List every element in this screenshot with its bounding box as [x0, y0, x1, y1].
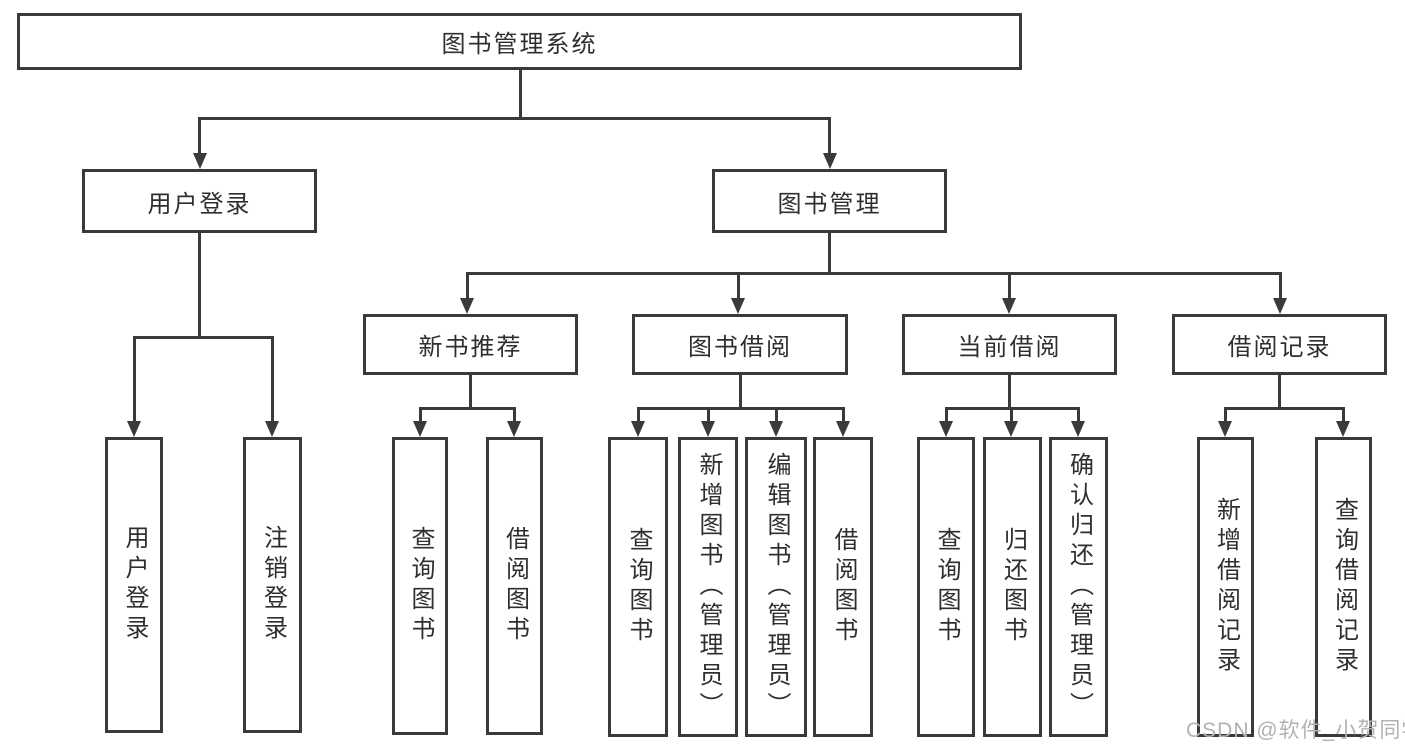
connector-bookmgmt-drop-4 [1279, 272, 1282, 298]
connector-root-stem [519, 70, 522, 117]
connector-userlogin-drop-1 [133, 336, 136, 422]
arrow-borrowing-leaf-2 [701, 421, 715, 437]
leaf-borrow-books-recommend: 借阅图书 [486, 437, 543, 735]
leaf-borrow-books-borrowing: 借阅图书 [813, 437, 873, 737]
arrow-borrowing-leaf-1 [631, 421, 645, 437]
arrow-current-leaf-3 [1071, 421, 1085, 437]
leaf-user-login: 用户登录 [105, 437, 163, 733]
arrow-records-leaf-1 [1218, 421, 1232, 437]
leaf-query-books-current: 查询图书 [917, 437, 975, 737]
arrow-to-user-login [193, 153, 207, 169]
connector-borrowing-stem [739, 375, 742, 407]
leaf-confirm-return-admin: 确认归还（管理员） [1049, 437, 1108, 737]
arrow-recommend-leaf-2 [507, 421, 521, 437]
connector-records-stem [1278, 375, 1281, 407]
connector-current-drop-2 [1010, 407, 1013, 421]
connector-borrowing-drop-2 [707, 407, 710, 421]
leaf-query-books-borrowing: 查询图书 [608, 437, 668, 737]
arrow-borrowing-leaf-3 [769, 421, 783, 437]
arrow-current-leaf-2 [1004, 421, 1018, 437]
connector-bookmgmt-drop-1 [466, 272, 469, 298]
connector-root-right-drop [828, 117, 831, 154]
leaf-add-books-admin: 新增图书（管理员） [678, 437, 738, 737]
connector-userlogin-drop-2 [271, 336, 274, 422]
leaf-logout: 注销登录 [243, 437, 302, 733]
connector-recommend-stem [469, 375, 472, 407]
arrow-current-leaf-1 [939, 421, 953, 437]
leaf-return-books: 归还图书 [983, 437, 1042, 737]
leaf-add-borrow-record: 新增借阅记录 [1197, 437, 1254, 737]
arrow-to-leaf-user-login [127, 421, 141, 437]
node-current-borrowing: 当前借阅 [902, 314, 1117, 375]
connector-bookmgmt-drop-3 [1008, 272, 1011, 298]
node-book-borrowing: 图书借阅 [632, 314, 848, 375]
leaf-edit-books-admin: 编辑图书（管理员） [745, 437, 807, 737]
arrow-to-book-borrowing [731, 298, 745, 314]
connector-userlogin-stem [198, 233, 201, 336]
leaf-query-borrow-record: 查询借阅记录 [1315, 437, 1372, 737]
arrow-to-current-borrowing [1002, 298, 1016, 314]
arrow-recommend-leaf-1 [413, 421, 427, 437]
connector-bookmgmt-stem [828, 233, 831, 272]
node-user-login: 用户登录 [82, 169, 317, 233]
node-library-management-system: 图书管理系统 [17, 13, 1022, 70]
connector-root-bar [198, 117, 831, 120]
connector-root-left-drop [198, 117, 201, 154]
arrow-to-leaf-logout [265, 421, 279, 437]
connector-borrowing-drop-1 [637, 407, 640, 421]
connector-current-drop-3 [1077, 407, 1080, 421]
connector-borrowing-drop-3 [775, 407, 778, 421]
connector-recommend-bar [419, 407, 516, 410]
connector-records-drop-1 [1224, 407, 1227, 421]
leaf-query-books-recommend: 查询图书 [392, 437, 448, 735]
arrow-to-borrow-records [1273, 298, 1287, 314]
connector-current-drop-1 [945, 407, 948, 421]
connector-records-bar [1224, 407, 1344, 410]
connector-current-stem [1008, 375, 1011, 407]
arrow-records-leaf-2 [1336, 421, 1350, 437]
arrow-to-new-book-recommend [460, 298, 474, 314]
connector-userlogin-bar [133, 336, 274, 339]
connector-records-drop-2 [1342, 407, 1345, 421]
arrow-to-book-management [823, 153, 837, 169]
connector-recommend-drop-1 [419, 407, 422, 421]
node-borrow-records: 借阅记录 [1172, 314, 1387, 375]
csdn-watermark: CSDN @软件_小贺同学 [1186, 719, 1405, 742]
connector-recommend-drop-2 [513, 407, 516, 421]
node-book-management: 图书管理 [712, 169, 947, 233]
connector-borrowing-bar [637, 407, 845, 410]
node-new-book-recommend: 新书推荐 [363, 314, 578, 375]
connector-borrowing-drop-4 [842, 407, 845, 421]
connector-bookmgmt-drop-2 [737, 272, 740, 298]
connector-bookmgmt-bar [466, 272, 1282, 275]
arrow-borrowing-leaf-4 [836, 421, 850, 437]
